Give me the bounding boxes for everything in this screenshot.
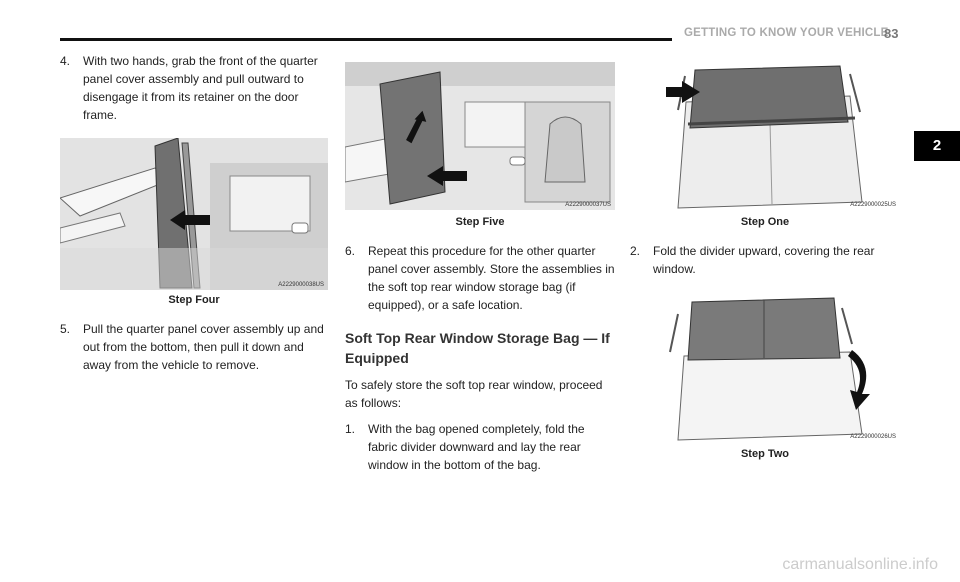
- step-number: 1.: [345, 422, 356, 436]
- figure-caption: Step Five: [455, 216, 505, 228]
- header-rule: [60, 38, 672, 41]
- step-five-illustration: [345, 62, 615, 210]
- step-2: 2. Fold the divider upward, covering the…: [630, 242, 900, 278]
- watermark: carmanualsonline.info: [782, 556, 938, 573]
- figure-step-one: A2229000025US: [630, 62, 900, 210]
- figure-step-two: A2229000026US: [630, 294, 900, 442]
- figure-step-five: A2229000037US: [345, 62, 615, 210]
- step-two-illustration: [630, 294, 900, 442]
- section-heading: Soft Top Rear Window Storage Bag — If Eq…: [345, 330, 610, 366]
- step-text: With two hands, grab the front of the qu…: [83, 54, 318, 122]
- step-four-illustration: [60, 138, 328, 290]
- step-number: 6.: [345, 244, 356, 258]
- figure-step-four: A2229000038US: [60, 138, 328, 290]
- chapter-tab: 2: [914, 131, 960, 161]
- step-number: 2.: [630, 244, 641, 258]
- step-6: 6. Repeat this procedure for the other q…: [345, 242, 615, 314]
- figure-code: A2229000025US: [850, 202, 896, 208]
- step-text: Fold the divider upward, covering the re…: [653, 244, 875, 276]
- column-1: 4. With two hands, grab the front of the…: [60, 52, 328, 374]
- figure-caption: Step One: [740, 216, 790, 228]
- figure-caption: Step Two: [740, 448, 790, 460]
- column-3: A2229000025US Step One 2. Fold the divid…: [630, 62, 900, 460]
- step-number: 4.: [60, 54, 71, 68]
- step-text: Repeat this procedure for the other quar…: [368, 244, 615, 312]
- step-5: 5. Pull the quarter panel cover assembly…: [60, 320, 328, 374]
- step-text: With the bag opened completely, fold the…: [368, 422, 585, 472]
- figure-code: A2229000026US: [850, 434, 896, 440]
- page-number: 83: [884, 26, 899, 41]
- step-4: 4. With two hands, grab the front of the…: [60, 52, 328, 124]
- step-number: 5.: [60, 322, 71, 336]
- figure-code: A2229000037US: [565, 202, 611, 208]
- page-header: GETTING TO KNOW YOUR VEHICLE 83: [0, 0, 960, 60]
- step-1: 1. With the bag opened completely, fold …: [345, 420, 615, 474]
- figure-code: A2229000038US: [278, 282, 324, 288]
- section-title: GETTING TO KNOW YOUR VEHICLE: [684, 27, 889, 39]
- step-one-illustration: [630, 62, 900, 210]
- column-2: A2229000037US Step Five 6. Repeat this p…: [345, 62, 615, 474]
- step-text: Pull the quarter panel cover assembly up…: [83, 322, 324, 372]
- figure-caption: Step Four: [168, 294, 220, 306]
- section-intro: To safely store the soft top rear window…: [345, 378, 603, 410]
